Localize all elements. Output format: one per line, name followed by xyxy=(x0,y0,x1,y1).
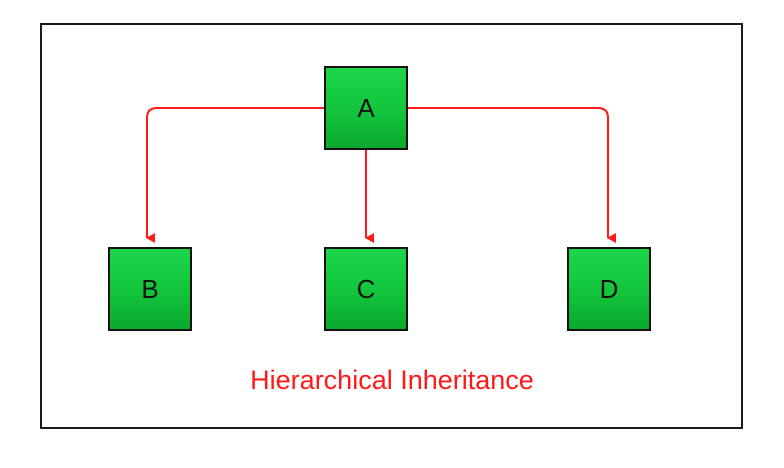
class-node-d-label: D xyxy=(599,273,619,304)
diagram-caption: Hierarchical Inheritance xyxy=(250,365,534,395)
class-node-d: D xyxy=(567,247,651,331)
class-node-b-label: B xyxy=(141,273,159,304)
edge-a-to-d xyxy=(408,107,616,243)
class-node-b: B xyxy=(108,247,192,331)
class-node-a: A xyxy=(324,66,408,150)
edge-a-to-b xyxy=(146,107,324,243)
class-node-c: C xyxy=(324,247,408,331)
class-node-c-label: C xyxy=(356,273,376,304)
class-node-a-label: A xyxy=(357,92,375,123)
